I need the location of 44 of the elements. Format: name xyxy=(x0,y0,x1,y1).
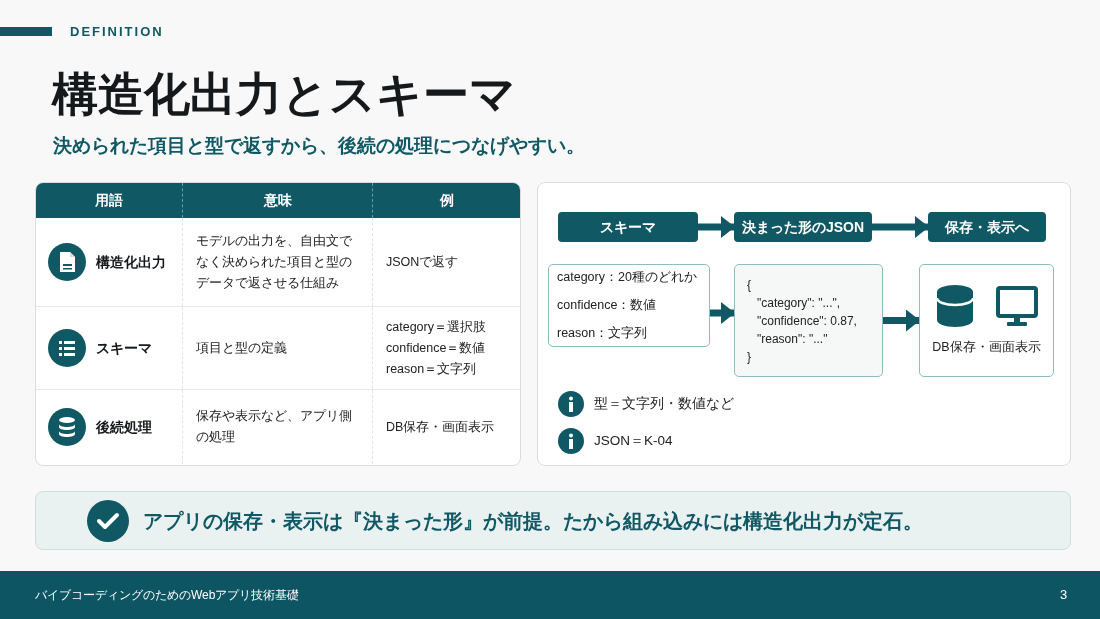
info-note: JSON＝K-04 xyxy=(594,431,673,450)
json-box xyxy=(734,264,883,377)
step-header xyxy=(928,212,1046,242)
table-cell-text: 保存や表示など、アプリ側の処理 xyxy=(196,408,353,446)
table-header-cell-text: 用語 xyxy=(94,191,124,210)
page-number: 3 xyxy=(1060,586,1068,604)
title: 構造化出力とスキーマ xyxy=(52,67,516,122)
info-note: 型＝文字列・数値など xyxy=(594,394,734,413)
table-cell-text: JSONで返す xyxy=(386,253,460,271)
step-header xyxy=(734,212,872,242)
schema-field: category：20種のどれか xyxy=(557,268,709,288)
term-label: 後続処理 xyxy=(96,417,152,437)
table-header-cell-text: 例 xyxy=(438,191,455,210)
schema-box xyxy=(548,264,710,347)
section-label: DEFINITION xyxy=(70,23,164,41)
subtitle: 決められた項目と型で返すから、後続の処理につなげやすい。 xyxy=(53,134,585,158)
term-label: 構造化出力 xyxy=(96,252,166,272)
table-cell-text: reason＝文字列 xyxy=(386,360,478,378)
table-cell-text: category＝選択肢 xyxy=(386,318,487,336)
term-label: スキーマ xyxy=(96,338,152,358)
schema-field: reason：文字列 xyxy=(557,323,709,343)
schema-field: confidence：数値 xyxy=(557,296,709,315)
arrow xyxy=(698,216,735,238)
json-line: { xyxy=(747,276,752,294)
output-label: DB保存・画面表示 xyxy=(932,339,1041,357)
step-label: 保存・表示へ xyxy=(945,217,1029,237)
table-cell-text: モデルの出力を、自由文でなく決められた項目と型のデータで返させる仕組み xyxy=(196,232,353,292)
step-label: 決まった形のJSON xyxy=(741,217,865,237)
table-header-cell: 意味 xyxy=(182,183,373,218)
step-header xyxy=(558,212,698,242)
footer-text: バイブコーディングのためのWebアプリ技術基礎 xyxy=(35,587,300,604)
arrow xyxy=(710,302,735,324)
json-line: } xyxy=(747,348,752,366)
callout-text: アプリの保存・表示は『決まった形』が前提。たから組み込みには構造化出力が定石。 xyxy=(143,508,923,534)
table-cell-text: DB保存・画面表示 xyxy=(386,418,496,436)
step-label: スキーマ xyxy=(600,217,656,237)
table-cell-text: confidence＝数値 xyxy=(386,339,487,357)
arrow xyxy=(872,216,929,238)
json-line: "reason": "..." xyxy=(756,330,829,348)
arrow xyxy=(883,309,920,332)
output-box xyxy=(919,264,1054,377)
table-cell-text: 項目と型の定義 xyxy=(196,339,288,357)
json-line: "category": "...", xyxy=(756,294,842,312)
json-line: "confidence": 0.87, xyxy=(756,312,858,330)
